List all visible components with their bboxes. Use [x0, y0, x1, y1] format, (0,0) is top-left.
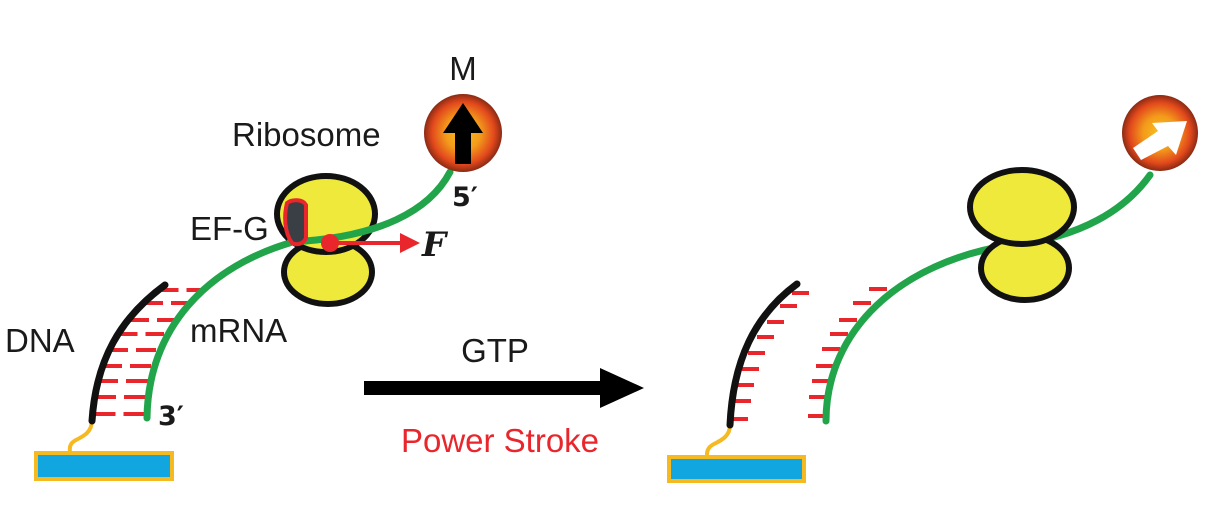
- arrow-up-right-icon: [1133, 121, 1187, 160]
- mrna-label: mRNA: [190, 312, 287, 349]
- gtp-label: GTP: [461, 332, 529, 369]
- efg-label: EF-G: [190, 210, 269, 247]
- force-application-point: [321, 234, 339, 252]
- surface-left: [34, 451, 174, 481]
- dna-strand-left: [88, 281, 169, 425]
- linker-left: [67, 419, 94, 454]
- dna-label: DNA: [5, 322, 75, 359]
- process-arrow-shaft: [364, 381, 604, 395]
- after-state: [667, 95, 1198, 483]
- mrna-teeth-right: [808, 287, 887, 418]
- process-arrow-head: [600, 368, 644, 408]
- efg-icon: [283, 198, 308, 247]
- surface-right: [667, 455, 806, 483]
- mrna-strand-left: [143, 236, 304, 422]
- five-prime-label: 5′: [452, 182, 478, 213]
- ribosome-large-subunit-right: [967, 167, 1077, 247]
- power-stroke-label: Power Stroke: [401, 422, 599, 459]
- magnet-label: M: [449, 50, 477, 87]
- ribosome-label: Ribosome: [232, 116, 381, 153]
- force-arrow-head: [400, 233, 420, 253]
- force-label: F: [421, 225, 449, 265]
- dna-strand-right: [726, 280, 801, 429]
- linker-right: [704, 424, 732, 458]
- transition: GTP Power Stroke: [364, 332, 644, 459]
- three-prime-label: 3′: [158, 401, 184, 432]
- before-state: F M Ribosome 5′ EF-G DNA mRNA 3′: [5, 50, 502, 481]
- mrna-strand-right: [822, 171, 1154, 425]
- mrna-strand-left-upper: [286, 168, 454, 246]
- arrow-up-icon: [443, 103, 483, 164]
